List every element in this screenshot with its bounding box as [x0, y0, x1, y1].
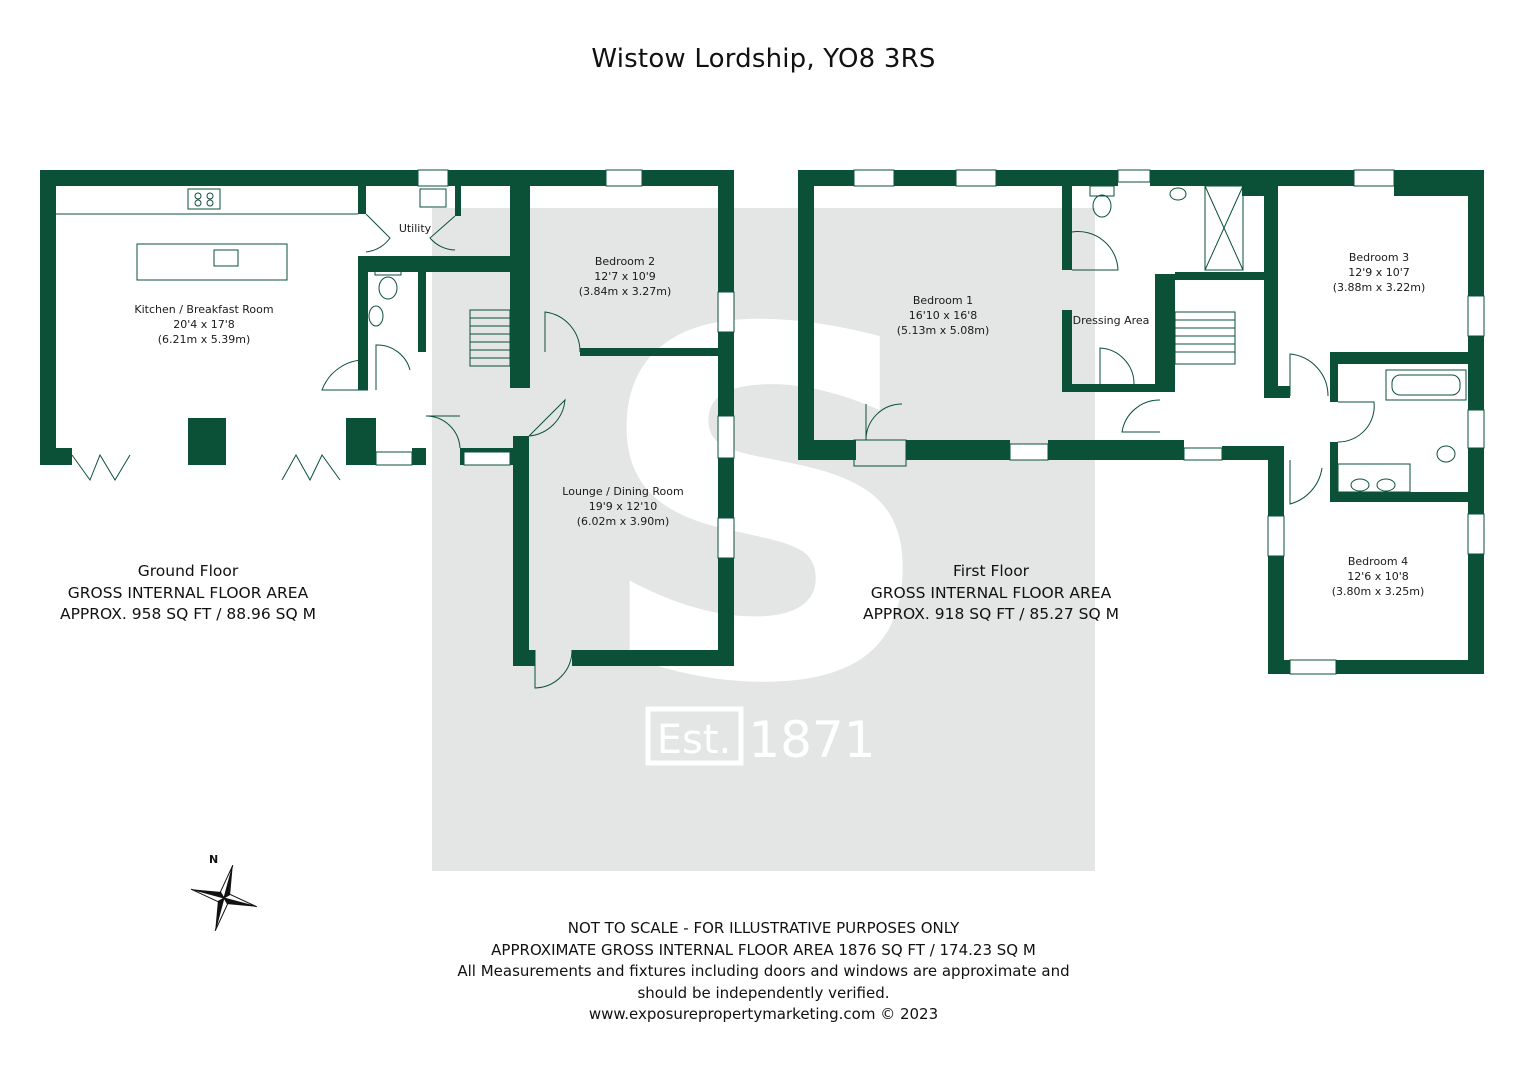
floor-area-value: APPROX. 958 SQ FT / 88.96 SQ M: [59, 605, 317, 623]
first-floor-area: First Floor GROSS INTERNAL FLOOR AREA AP…: [863, 561, 1119, 626]
wc-icon: [378, 276, 398, 300]
floor-area-label: GROSS INTERNAL FLOOR AREA: [67, 583, 309, 602]
room-utility: Utility: [399, 221, 431, 236]
room-bedroom-4: Bedroom 4 12'6 x 10'8 (3.80m x 3.25m): [1332, 554, 1425, 599]
footer-line: APPROXIMATE GROSS INTERNAL FLOOR AREA 18…: [491, 940, 1036, 959]
plan-title: Wistow Lordship, YO8 3RS: [591, 44, 936, 74]
first-floor-fixtures: [853, 169, 1485, 675]
room-imperial: 12'9 x 10'7: [1348, 266, 1410, 279]
kitchen-island: [136, 243, 288, 281]
floor-name: Ground Floor: [137, 562, 239, 580]
room-imperial: 12'7 x 10'9: [594, 270, 656, 283]
room-name: Bedroom 1: [912, 294, 974, 307]
watermark-est-box: [645, 706, 744, 766]
watermark-letter: S: [592, 230, 938, 789]
watermark-year: 1871: [748, 711, 875, 769]
hob-icon: [187, 188, 221, 210]
floor-area-value: APPROX. 918 SQ FT / 85.27 SQ M: [862, 605, 1120, 623]
watermark-est-label: Est.: [657, 717, 732, 763]
room-dressing-area: Dressing Area: [1073, 313, 1150, 328]
room-bedroom-2: Bedroom 2 12'7 x 10'9 (3.84m x 3.27m): [579, 254, 672, 299]
room-lounge: Lounge / Dining Room 19'9 x 12'10 (6.02m…: [562, 484, 683, 529]
compass-rose-icon: [190, 864, 258, 932]
room-metric: (6.21m x 5.39m): [157, 333, 251, 346]
first-floor-walls: [798, 170, 1484, 674]
room-imperial: 16'10 x 16'8: [908, 309, 978, 322]
room-metric: (3.80m x 3.25m): [1331, 585, 1425, 598]
shower-icon: [1204, 185, 1244, 271]
floor-area-label: GROSS INTERNAL FLOOR AREA: [870, 583, 1112, 602]
watermark: S Est. 1871: [432, 208, 1095, 871]
bifold-door-right: [281, 453, 341, 482]
footer-line: All Measurements and fixtures including …: [457, 962, 1070, 980]
floor-name: First Floor: [952, 562, 1030, 580]
room-kitchen: Kitchen / Breakfast Room 20'4 x 17'8 (6.…: [134, 302, 273, 347]
room-imperial: 19'9 x 12'10: [588, 500, 658, 513]
room-name: Bedroom 3: [1348, 251, 1410, 264]
room-bedroom-1: Bedroom 1 16'10 x 16'8 (5.13m x 5.08m): [897, 293, 990, 338]
room-name: Utility: [398, 222, 432, 235]
ground-floor-area: Ground Floor GROSS INTERNAL FLOOR AREA A…: [60, 561, 316, 626]
room-imperial: 12'6 x 10'8: [1347, 570, 1409, 583]
watermark-background: [432, 208, 1095, 871]
wc-icon: [1436, 445, 1456, 463]
footer-line: should be independently verified.: [637, 983, 890, 1002]
disclaimer-footer: NOT TO SCALE - FOR ILLUSTRATIVE PURPOSES…: [0, 918, 1527, 1026]
stairs-icon: [1174, 311, 1236, 365]
room-metric: (3.84m x 3.27m): [578, 285, 672, 298]
stairs-icon: [469, 309, 511, 367]
door-swing: [321, 359, 369, 391]
room-bedroom-3: Bedroom 3 12'9 x 10'7 (3.88m x 3.22m): [1333, 250, 1426, 295]
utility-sink-icon: [419, 188, 447, 208]
room-metric: (6.02m x 3.90m): [576, 515, 670, 528]
room-name: Bedroom 2: [594, 255, 656, 268]
footer-line: NOT TO SCALE - FOR ILLUSTRATIVE PURPOSES…: [567, 919, 960, 937]
compass-north-label: N: [209, 853, 219, 866]
wc-icon: [1092, 194, 1112, 218]
footer-website: www.exposurepropertymarketing.com © 2023: [588, 1005, 939, 1023]
room-imperial: 20'4 x 17'8: [173, 318, 235, 331]
bifold-door-left: [71, 453, 131, 482]
basin-icon: [368, 305, 384, 327]
room-name: Lounge / Dining Room: [562, 485, 684, 498]
basin-unit-icon: [1337, 463, 1411, 493]
bath-icon: [1385, 369, 1467, 401]
sink-icon: [213, 249, 239, 267]
room-metric: (5.13m x 5.08m): [896, 324, 990, 337]
room-name: Bedroom 4: [1347, 555, 1409, 568]
room-name: Dressing Area: [1072, 314, 1150, 327]
room-metric: (3.88m x 3.22m): [1332, 281, 1426, 294]
ground-floor-fixtures: [56, 169, 735, 689]
room-name: Kitchen / Breakfast Room: [134, 303, 274, 316]
